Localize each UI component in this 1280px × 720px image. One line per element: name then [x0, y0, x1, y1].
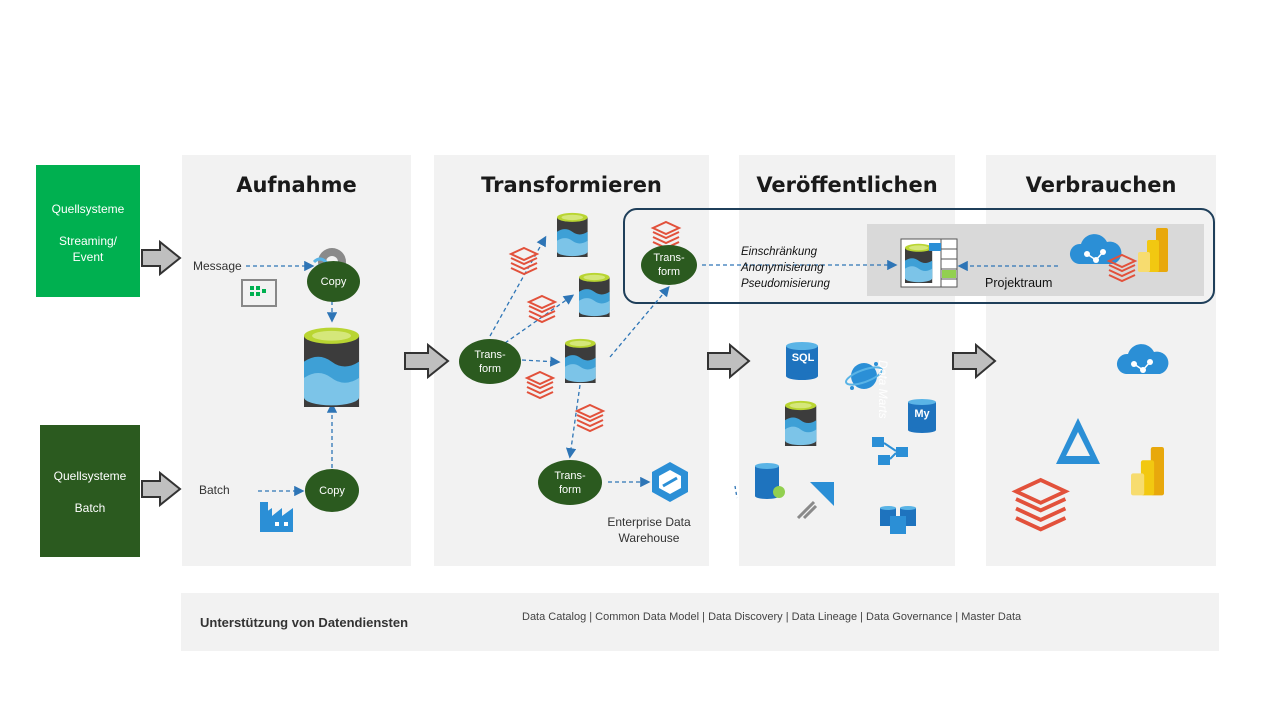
streaming-source-line2: Streaming/ — [58, 234, 118, 248]
transform-oval-project-line1: Trans- — [653, 252, 685, 264]
copy-oval-top: Copy — [307, 261, 360, 302]
sql-table-icon — [900, 238, 958, 288]
big-arrow-transform-publish — [707, 342, 751, 380]
big-arrow-ingest-transform — [404, 342, 450, 380]
databricks-icon-consume — [1014, 478, 1068, 532]
data-services-title: Unterstützung von Datendiensten — [200, 615, 409, 630]
transform-oval-main-line2: form — [479, 362, 501, 375]
databricks-icon-2 — [528, 295, 556, 323]
transform-oval-main-line1: Trans- — [474, 348, 506, 361]
restriction-list: Einschränkung Anonymisierung Pseudomisie… — [741, 244, 830, 292]
ingest-title: Aufnahme — [236, 173, 357, 197]
data-factory-icon — [872, 437, 908, 465]
data-services-footer: Unterstützung von Datendiensten Data Cat… — [181, 593, 1219, 651]
transform-title: Transformieren — [481, 173, 662, 197]
edw-label-line1: Enterprise Data — [607, 515, 691, 529]
batch-source-box: Quellsysteme Batch — [40, 425, 140, 557]
power-bi-icon — [1131, 447, 1164, 496]
ai-services-cloud-icon — [1116, 343, 1170, 375]
databricks-icon-1 — [510, 247, 538, 275]
databricks-icon-4 — [576, 404, 604, 432]
restriction-item: Pseudomisierung — [741, 278, 830, 290]
edw-label: Enterprise Data Warehouse — [597, 514, 701, 546]
factory-icon — [260, 502, 293, 532]
batch-source-line2: Batch — [74, 501, 106, 515]
big-arrow-batch — [141, 470, 182, 508]
data-lake-publish-icon — [785, 400, 817, 446]
transform-oval-bottom-line2: form — [559, 483, 581, 496]
postgresql-icon — [755, 463, 785, 499]
data-lake-icon-3 — [565, 338, 596, 383]
sql-icon-label: SQL — [791, 352, 815, 364]
publish-title: Veröffentlichen — [756, 173, 938, 197]
data-services-list: Data Catalog | Common Data Model | Data … — [522, 611, 1022, 623]
mysql-icon — [908, 399, 936, 433]
streaming-source-box: Quellsysteme Streaming/ Event — [36, 165, 140, 297]
consume-panel: Verbrauchen — [986, 155, 1216, 566]
databricks-icon-6 — [1108, 254, 1136, 282]
databricks-icon-3 — [526, 371, 554, 399]
data-marts-label: Data Marts — [876, 360, 890, 419]
batch-label: Batch — [199, 483, 230, 497]
streaming-source-line1: Quellsysteme — [51, 202, 125, 216]
edw-label-line2: Warehouse — [618, 531, 680, 545]
transform-oval-bottom-line1: Trans- — [554, 469, 586, 482]
ingest-panel: Aufnahme — [182, 155, 411, 566]
batch-source-line1: Quellsysteme — [53, 469, 127, 483]
copy-oval-bottom-label: Copy — [319, 484, 345, 497]
project-highlight-frame — [623, 208, 1215, 304]
transform-oval-project-line2: form — [658, 266, 680, 278]
copy-oval-top-label: Copy — [320, 275, 347, 288]
transform-oval-bottom: Trans- form — [538, 460, 602, 505]
sql-database-icon — [786, 342, 818, 380]
data-lake-icon-1 — [557, 212, 588, 257]
data-lake-icon-2 — [579, 272, 610, 317]
sql-pool-icon — [880, 506, 916, 534]
big-arrow-streaming — [141, 239, 182, 277]
message-label: Message — [193, 259, 242, 273]
streaming-source-line3: Event — [72, 250, 104, 264]
event-hub-icon — [241, 279, 277, 307]
copy-oval-bottom: Copy — [305, 469, 359, 512]
mysql-icon-label: My — [914, 408, 930, 420]
consume-title: Verbrauchen — [1025, 173, 1177, 197]
power-bi-icon-top — [1138, 228, 1168, 272]
project-space-label: Projektraum — [985, 276, 1053, 290]
big-arrow-publish-consume — [952, 342, 997, 380]
cosmos-db-icon — [845, 362, 883, 390]
restriction-item: Anonymisierung — [741, 262, 824, 274]
machine-learning-icon — [1056, 418, 1100, 464]
data-lake-main-icon — [304, 327, 360, 407]
synapse-warehouse-icon — [652, 462, 688, 502]
transform-oval-project: Trans- form — [641, 245, 697, 285]
restriction-item: Einschränkung — [741, 246, 818, 258]
transform-oval-main: Trans- form — [459, 339, 521, 384]
stream-ingest-icon — [796, 482, 834, 520]
